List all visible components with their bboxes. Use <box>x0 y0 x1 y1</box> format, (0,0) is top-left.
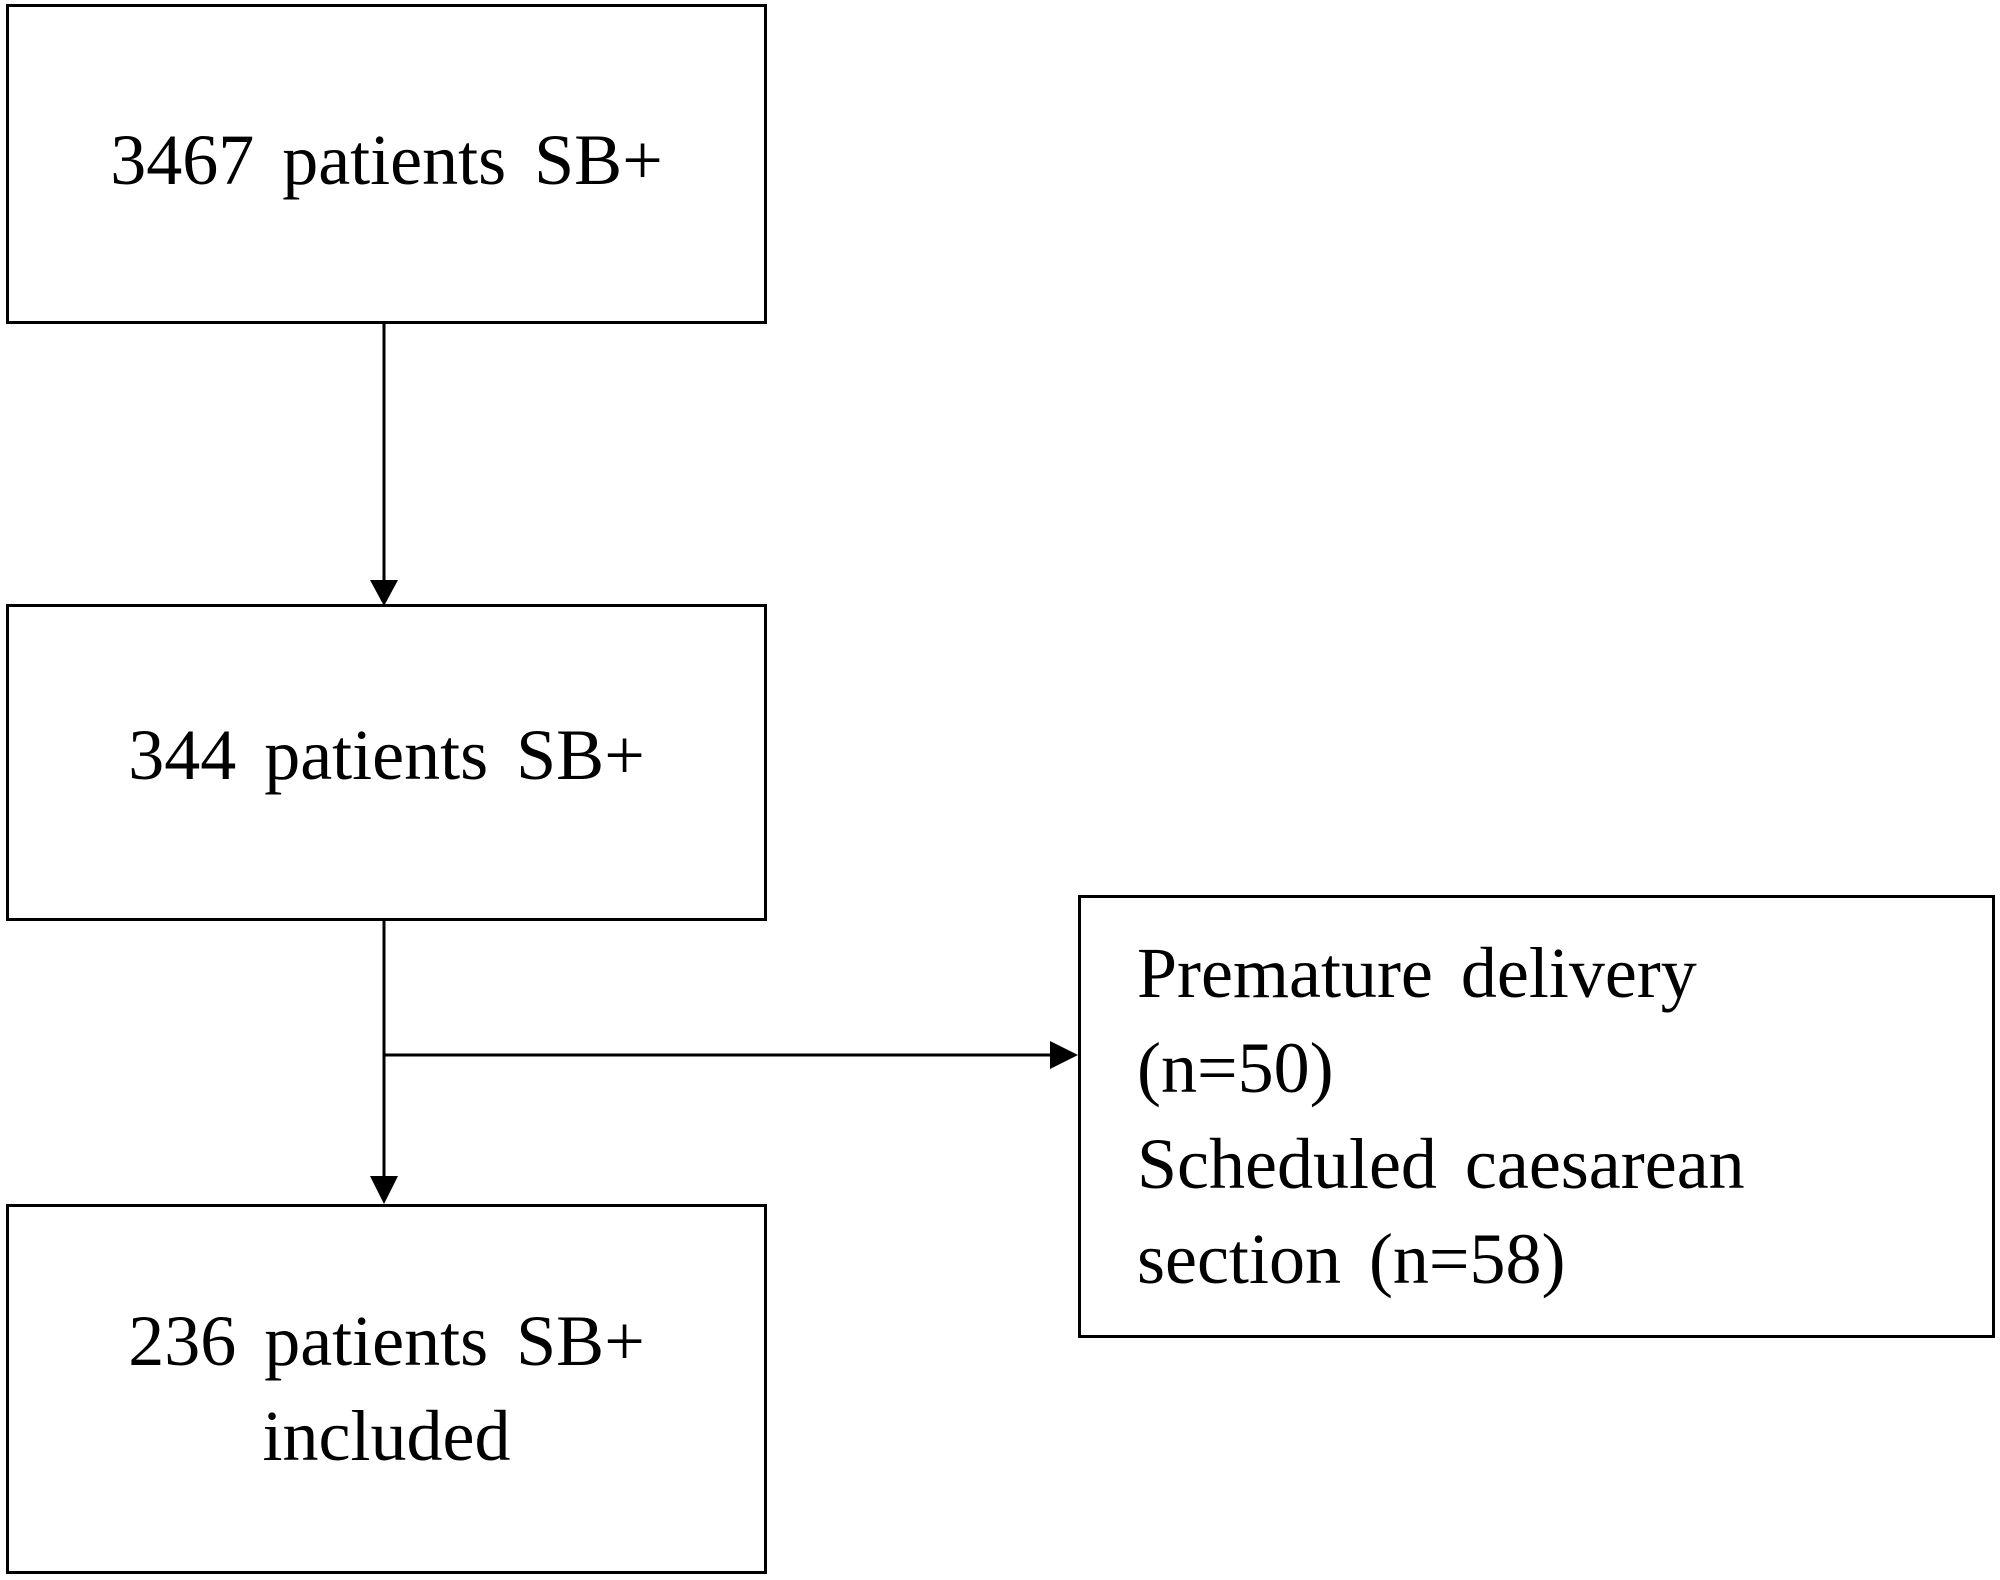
step2-box: 344 patients SB+ <box>6 604 767 921</box>
step3-box: 236 patients SB+ included <box>6 1204 767 1574</box>
exclusion-box: Premature delivery (n=50) Scheduled caes… <box>1078 895 1995 1338</box>
step3-text-line2: included <box>262 1396 511 1476</box>
step3-text-line1: 236 patients SB+ <box>128 1300 645 1381</box>
step1-text: 3467 patients SB+ <box>110 120 663 201</box>
step1-box: 3467 patients SB+ <box>6 4 767 324</box>
exclusion-text-line3: Scheduled caesarean <box>1137 1123 1745 1204</box>
exclusion-text-line1: Premature delivery <box>1137 933 1697 1014</box>
exclusion-text-line4: section (n=58) <box>1137 1218 1566 1299</box>
exclusion-text-line2: (n=50) <box>1137 1028 1334 1109</box>
step2-text: 344 patients SB+ <box>128 714 645 795</box>
arrow-step1-to-step2-head <box>370 580 398 606</box>
arrow-branch-to-exclusion-head <box>1050 1041 1078 1069</box>
arrow-step2-to-step3-head <box>370 1176 398 1204</box>
